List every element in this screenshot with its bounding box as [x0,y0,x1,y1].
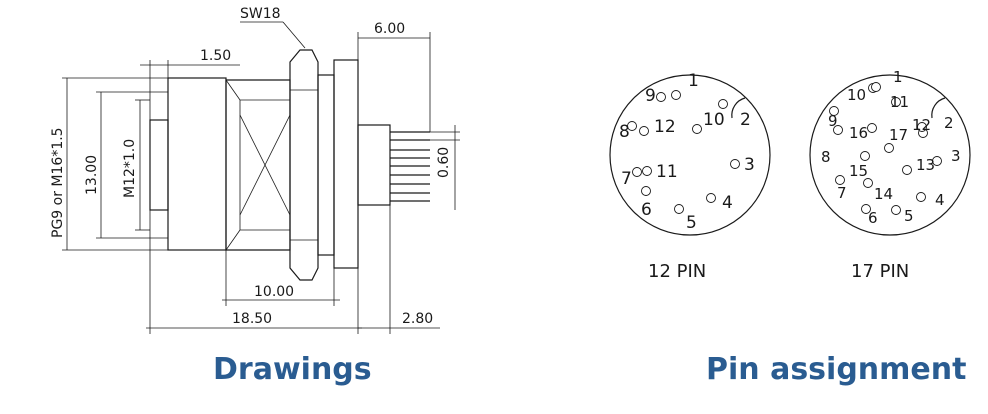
pin-face-outline-12 [609,74,771,236]
pin-hole-17-12 [917,122,927,132]
connector-side-view: SW18 6.00 1.50 0.60 13.00 M12*1.0 PG9 or… [50,6,460,334]
pin-hole-17-7 [835,175,845,185]
pin-label-17-17: 17 [889,126,908,144]
pin-label-12-4: 4 [722,193,733,213]
lock-nut [289,49,319,281]
washer [317,74,335,256]
dim-13-00: 13.00 [84,155,100,195]
pin-hole-17-6 [861,204,871,214]
dim-m12: M12*1.0 [122,139,138,198]
pin-title-17: 17 PIN [851,261,909,282]
dim-18-50: 18.50 [232,311,272,327]
dim-10-00: 10.00 [254,284,294,300]
pin-label-12-3: 3 [744,155,755,175]
pin-label-17-4: 4 [935,191,945,209]
pin-hole-17-17 [884,143,894,153]
pin-title-12: 12 PIN [648,261,706,282]
pin-label-17-2: 2 [944,114,954,132]
pin-hole-17-4 [916,192,926,202]
pin-hole-17-11 [891,97,901,107]
pin-label-12-10: 10 [703,110,725,130]
pin-label-17-1: 1 [893,68,903,86]
dim-1-50: 1.50 [200,48,231,64]
dim-pg9: PG9 or M16*1.5 [50,127,66,238]
pin-label-12-9: 9 [645,86,656,106]
pin-hole-17-13 [902,165,912,175]
pin-hole-17-16 [867,123,877,133]
pin-hole-12-7 [632,167,642,177]
pin-hole-12-10 [692,124,702,134]
pin-hole-12-4 [706,193,716,203]
pin-hole-17-5 [891,205,901,215]
sw-label: SW18 [240,6,281,22]
pin-label-17-12: 12 [912,116,931,134]
pin-face-outline-17 [809,74,971,236]
pin-hole-12-2 [718,99,728,109]
pin-hole-17-14 [863,178,873,188]
pin-label-17-8: 8 [821,148,831,166]
dim-0-60: 0.60 [436,147,452,178]
pin-label-17-5: 5 [904,207,914,225]
pin-hole-17-9 [829,106,839,116]
pin-hole-17-15 [860,151,870,161]
pin-label-17-9: 9 [828,112,838,130]
front-insert [149,119,169,211]
pin-label-12-2: 2 [740,110,751,130]
pin-hole-12-5 [674,204,684,214]
pin-hole-12-1 [671,90,681,100]
pin-hole-17-3 [932,156,942,166]
pin-label-17-16: 16 [849,124,868,142]
flange [333,59,359,269]
pin-hole-12-11 [642,166,652,176]
hex-nut [225,79,291,251]
pin-label-17-13: 13 [916,156,935,174]
pin-label-12-8: 8 [619,122,630,142]
pin-label-12-11: 11 [656,162,678,182]
pin-label-17-10: 10 [847,86,866,104]
caption-drawings: Drawings [213,352,372,387]
pin-hole-12-8 [627,121,637,131]
pin-hole-12-12 [639,126,649,136]
contact-pins [390,131,430,202]
pin-label-17-6: 6 [868,209,878,227]
pin-hole-12-9 [656,92,666,102]
caption-pin-assignment: Pin assignment [706,352,967,387]
pin-hole-17-8 [833,125,843,135]
dim-6-00: 6.00 [374,21,405,37]
pin-block [357,124,391,206]
pin-label-12-5: 5 [686,213,697,233]
pin-hole-12-6 [641,186,651,196]
dim-2-80: 2.80 [402,311,433,327]
pin-hole-17-10 [871,82,881,92]
housing-body [167,77,227,251]
pin-label-12-6: 6 [641,200,652,220]
pin-label-12-12: 12 [654,117,676,137]
pin-label-12-1: 1 [688,71,699,91]
pin-hole-12-3 [730,159,740,169]
pin-label-17-14: 14 [874,185,893,203]
pin-label-17-3: 3 [951,147,961,165]
pin-label-12-7: 7 [621,169,632,189]
pin-label-17-7: 7 [837,184,847,202]
pin-label-17-15: 15 [849,162,868,180]
pin-label-17-11: 11 [890,93,909,111]
